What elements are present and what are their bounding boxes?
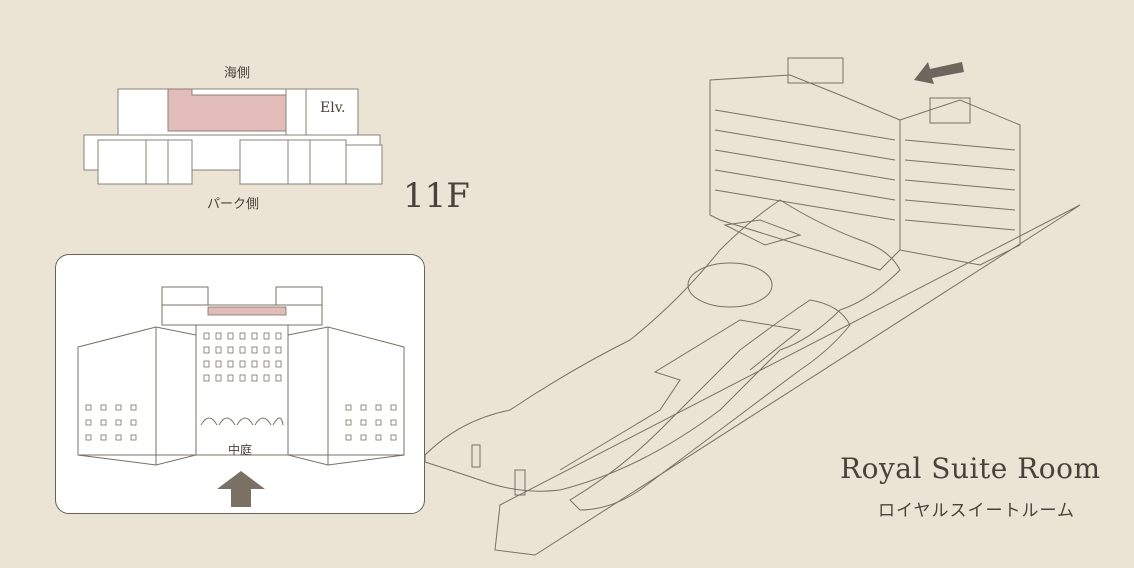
courtyard-view-inset: 中庭	[55, 254, 425, 514]
inset-suite-highlight	[207, 306, 287, 316]
floor-label: 11F	[403, 176, 470, 216]
royal-suite-highlight	[167, 88, 287, 132]
elevator-label: Elv.	[320, 100, 346, 116]
floor-plan	[83, 88, 383, 185]
hotel-facade-illustration	[77, 286, 405, 466]
resort-map-illustration	[424, 57, 1081, 556]
room-name-en: Royal Suite Room	[840, 452, 1101, 485]
courtyard-label: 中庭	[228, 443, 253, 457]
left-down-arrow-icon	[914, 62, 964, 84]
sea-side-label: 海側	[224, 66, 251, 81]
up-arrow-icon	[217, 471, 265, 507]
park-side-label: パーク側	[207, 197, 260, 212]
room-name-jp: ロイヤルスイートルーム	[878, 501, 1075, 521]
